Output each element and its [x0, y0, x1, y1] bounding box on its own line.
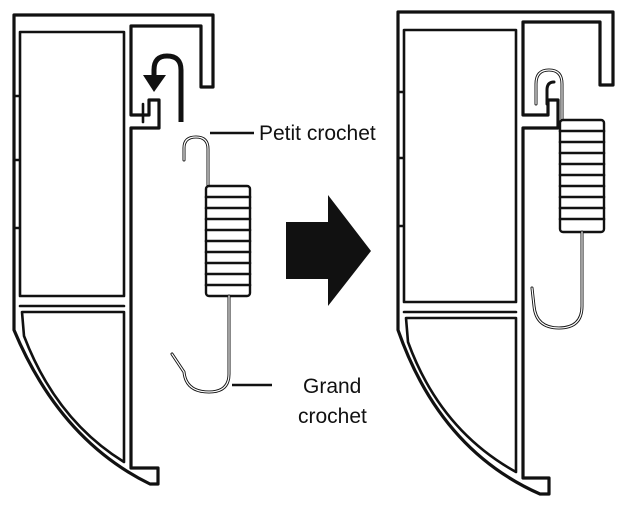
- spring-coil: [204, 184, 252, 298]
- spring-installed: [530, 68, 606, 330]
- large-hook-label-line1: Grand: [303, 375, 361, 398]
- profile-before: [12, 13, 215, 486]
- label-large-hook: Grand crochet: [232, 375, 367, 428]
- label-small-hook: Petit crochet: [210, 122, 376, 145]
- small-hook-label: Petit crochet: [259, 122, 376, 145]
- large-hook-label-line2: crochet: [298, 405, 367, 428]
- right-arrow-icon: [286, 195, 371, 306]
- spring-coil-installed: [558, 118, 606, 234]
- spring-loose: [170, 135, 252, 394]
- profile-after: [396, 10, 615, 496]
- curved-arrow-icon: [143, 50, 187, 128]
